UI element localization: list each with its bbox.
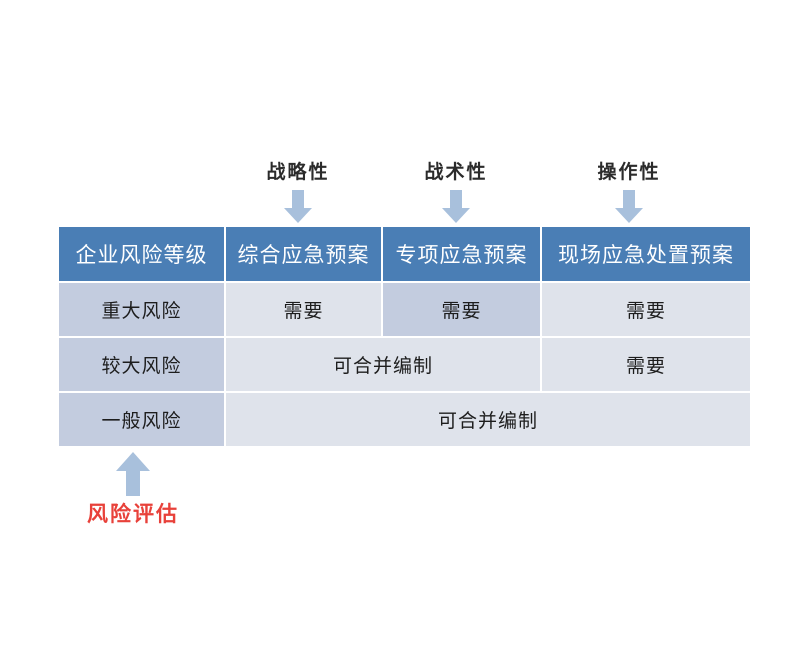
column-annotation-strategic-label: 战略性 xyxy=(266,162,330,183)
arrow-down-icon xyxy=(439,190,473,224)
header-cell-special-plan: 专项应急预案 xyxy=(383,227,540,281)
table-header-row: 企业风险等级 综合应急预案 专项应急预案 现场应急处置预案 xyxy=(59,227,750,281)
arrow-down-icon xyxy=(281,190,315,224)
risk-plan-matrix-table: 企业风险等级 综合应急预案 专项应急预案 现场应急处置预案 重大风险 需要 需要… xyxy=(57,225,752,448)
plan-requirement-cell: 需要 xyxy=(226,283,381,336)
arrow-down-icon xyxy=(612,190,646,224)
header-cell-onsite-plan: 现场应急处置预案 xyxy=(542,227,750,281)
table-row: 较大风险 可合并编制 需要 xyxy=(59,338,750,391)
risk-assessment-annotation: 风险评估 xyxy=(78,452,188,528)
plan-requirement-cell: 可合并编制 xyxy=(226,338,540,391)
risk-level-cell: 重大风险 xyxy=(59,283,224,336)
plan-requirement-cell: 需要 xyxy=(542,283,750,336)
column-annotation-operational-label: 操作性 xyxy=(597,162,661,183)
table-row: 重大风险 需要 需要 需要 xyxy=(59,283,750,336)
header-cell-comprehensive-plan: 综合应急预案 xyxy=(226,227,381,281)
plan-requirement-cell: 需要 xyxy=(542,338,750,391)
table-row: 一般风险 可合并编制 xyxy=(59,393,750,446)
arrow-up-icon xyxy=(115,452,151,496)
plan-requirement-cell: 需要 xyxy=(383,283,540,336)
risk-assessment-label: 风险评估 xyxy=(87,502,179,526)
column-annotation-tactical-label: 战术性 xyxy=(424,162,488,183)
risk-level-cell: 一般风险 xyxy=(59,393,224,446)
header-cell-risk-level: 企业风险等级 xyxy=(59,227,224,281)
plan-requirement-cell: 可合并编制 xyxy=(226,393,750,446)
risk-level-cell: 较大风险 xyxy=(59,338,224,391)
